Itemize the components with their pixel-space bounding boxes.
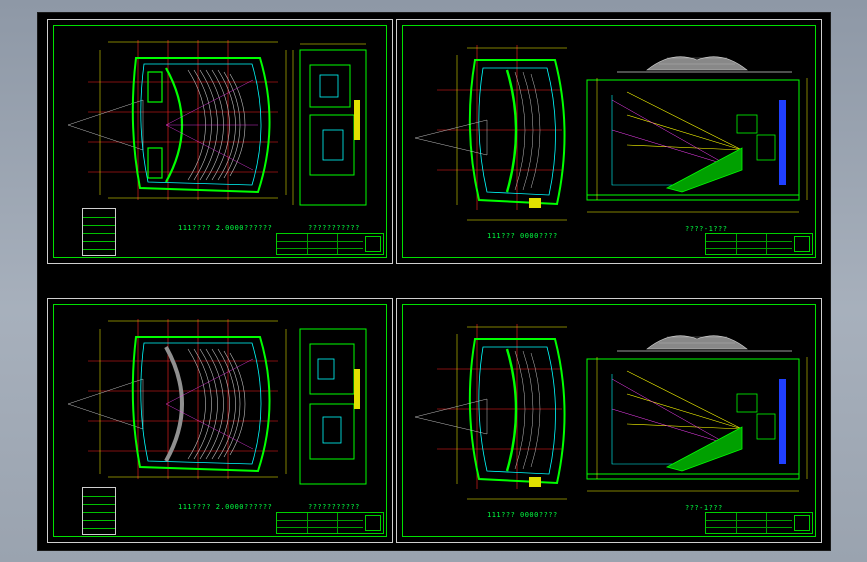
auditorium-plan-drawing xyxy=(67,40,367,206)
legend-table xyxy=(82,487,116,535)
stamp-icon xyxy=(794,236,810,252)
plan-caption: 111??? 0000???? xyxy=(487,511,558,519)
drawing-sheet-bottom-left[interactable]: 111???? 2.0000?????? ??????????? xyxy=(47,298,393,543)
plan-caption: 111??? 0000???? xyxy=(487,232,558,240)
cad-model-viewport[interactable]: 111???? 2.0000?????? ??????????? xyxy=(37,12,831,551)
title-block xyxy=(705,233,813,255)
title-block xyxy=(276,233,384,255)
stamp-icon xyxy=(365,236,381,252)
sheet-frame xyxy=(402,25,816,258)
side-plan-caption: ??????????? xyxy=(308,503,360,511)
drawing-sheet-bottom-right[interactable]: 111??? 0000???? ???-1??? xyxy=(396,298,822,543)
section-drawing xyxy=(414,45,808,221)
sheet-frame xyxy=(53,304,387,537)
plan-caption: 111???? 2.0000?????? xyxy=(178,224,273,232)
section-drawing xyxy=(414,324,808,500)
stamp-icon xyxy=(365,515,381,531)
section-caption: ????-1??? xyxy=(685,225,728,233)
plan-caption: 111???? 2.0000?????? xyxy=(178,503,273,511)
section-caption: ???-1??? xyxy=(685,504,723,512)
side-plan-caption: ??????????? xyxy=(308,224,360,232)
auditorium-plan-drawing xyxy=(67,319,367,485)
stamp-icon xyxy=(794,515,810,531)
drawing-sheet-top-right[interactable]: 111??? 0000???? ????-1??? xyxy=(396,19,822,264)
sheet-frame xyxy=(402,304,816,537)
sheet-frame xyxy=(53,25,387,258)
drawing-sheet-top-left[interactable]: 111???? 2.0000?????? ??????????? xyxy=(47,19,393,264)
legend-table xyxy=(82,208,116,256)
title-block xyxy=(705,512,813,534)
title-block xyxy=(276,512,384,534)
